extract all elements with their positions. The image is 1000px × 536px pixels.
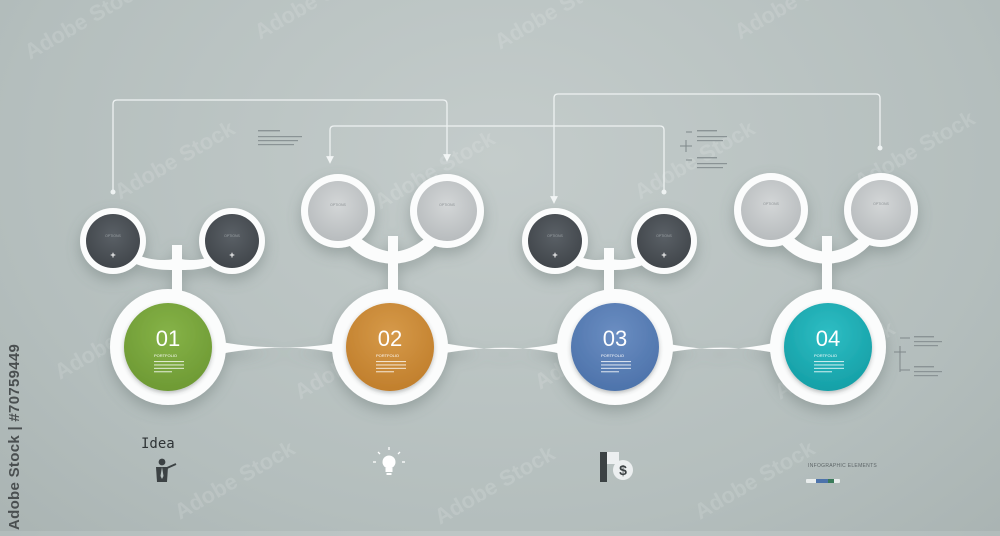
bud-light-2b[interactable]: OPTIONS	[417, 181, 477, 241]
svg-text:Adobe Stock: Adobe Stock	[250, 0, 380, 44]
bud-label: OPTIONS	[547, 234, 563, 238]
bud-label: OPTIONS	[763, 202, 779, 206]
bud-dark-1b[interactable]: OPTIONS +	[205, 214, 259, 268]
connector-a	[112, 99, 451, 192]
step-circle	[571, 303, 659, 391]
step-text-line	[601, 371, 619, 373]
svg-text:Adobe Stock: Adobe Stock	[20, 0, 150, 64]
connector-lines	[110, 93, 883, 204]
bud-dark-3b[interactable]: OPTIONS +	[637, 214, 691, 268]
money-icon: $	[600, 452, 633, 482]
bud-label: OPTIONS	[105, 234, 121, 238]
step-text-line	[814, 367, 844, 369]
progress-bar	[806, 479, 840, 483]
step-text-line	[601, 361, 631, 363]
lightbulb-icon	[373, 447, 405, 475]
step-text-line	[376, 367, 406, 369]
infographic-caption: INFOGRAPHIC ELEMENTS	[808, 463, 878, 469]
idea-label: Idea	[141, 436, 175, 452]
svg-text:+: +	[661, 250, 666, 260]
bud-light-4b[interactable]: OPTIONS	[851, 180, 911, 240]
bud-dark-1a[interactable]: OPTIONS +	[86, 214, 140, 268]
bud-label: OPTIONS	[656, 234, 672, 238]
step-number: 03	[603, 326, 627, 351]
bud-label: OPTIONS	[873, 202, 889, 206]
step-text-line	[154, 371, 172, 373]
connector-c	[550, 93, 881, 204]
step-title: PORTFOLIO	[814, 353, 837, 358]
bud-dark-3a[interactable]: OPTIONS +	[528, 214, 582, 268]
svg-text:Adobe Stock: Adobe Stock	[730, 0, 860, 44]
step-number: 02	[378, 326, 402, 351]
svg-text:Adobe Stock: Adobe Stock	[430, 440, 560, 529]
bud-label: OPTIONS	[330, 203, 346, 207]
step-circle	[346, 303, 434, 391]
step-number: 04	[816, 326, 840, 351]
presenter-icon	[156, 458, 177, 482]
svg-text:+: +	[552, 250, 557, 260]
small-buds: OPTIONS + OPTIONS + OPTIONS OPTIONS OPTI…	[86, 180, 911, 268]
annotation-blocks	[258, 130, 942, 377]
step-text-line	[814, 371, 832, 373]
step-circle	[124, 303, 212, 391]
step-text-line	[601, 367, 631, 369]
step-number: 01	[156, 326, 180, 351]
step-nodes: 01PORTFOLIO02PORTFOLIO03PORTFOLIO04PORTF…	[124, 303, 872, 391]
step-text-line	[154, 367, 184, 369]
svg-text:Adobe Stock: Adobe Stock	[170, 435, 300, 524]
svg-text:Adobe Stock: Adobe Stock	[490, 0, 620, 54]
step-title: PORTFOLIO	[154, 353, 177, 358]
stock-id-text: Adobe Stock | #70759449	[6, 343, 23, 530]
bud-label: OPTIONS	[439, 203, 455, 207]
step-text-line	[376, 371, 394, 373]
svg-text:+: +	[110, 250, 115, 260]
bud-label: OPTIONS	[224, 234, 240, 238]
step-text-line	[814, 361, 844, 363]
step-title: PORTFOLIO	[376, 353, 399, 358]
bud-light-4a[interactable]: OPTIONS	[741, 180, 801, 240]
connector-b	[326, 125, 665, 192]
svg-text:Adobe Stock: Adobe Stock	[690, 435, 820, 524]
svg-text:$: $	[619, 462, 627, 478]
step-text-line	[154, 361, 184, 363]
step-text-line	[154, 364, 184, 366]
step-text-line	[814, 364, 844, 366]
bud-light-2a[interactable]: OPTIONS	[308, 181, 368, 241]
step-title: PORTFOLIO	[601, 353, 624, 358]
svg-text:+: +	[229, 250, 234, 260]
step-circle	[784, 303, 872, 391]
step-text-line	[376, 364, 406, 366]
step-text-line	[601, 364, 631, 366]
step-text-line	[376, 361, 406, 363]
svg-text:Adobe Stock: Adobe Stock	[110, 115, 240, 204]
